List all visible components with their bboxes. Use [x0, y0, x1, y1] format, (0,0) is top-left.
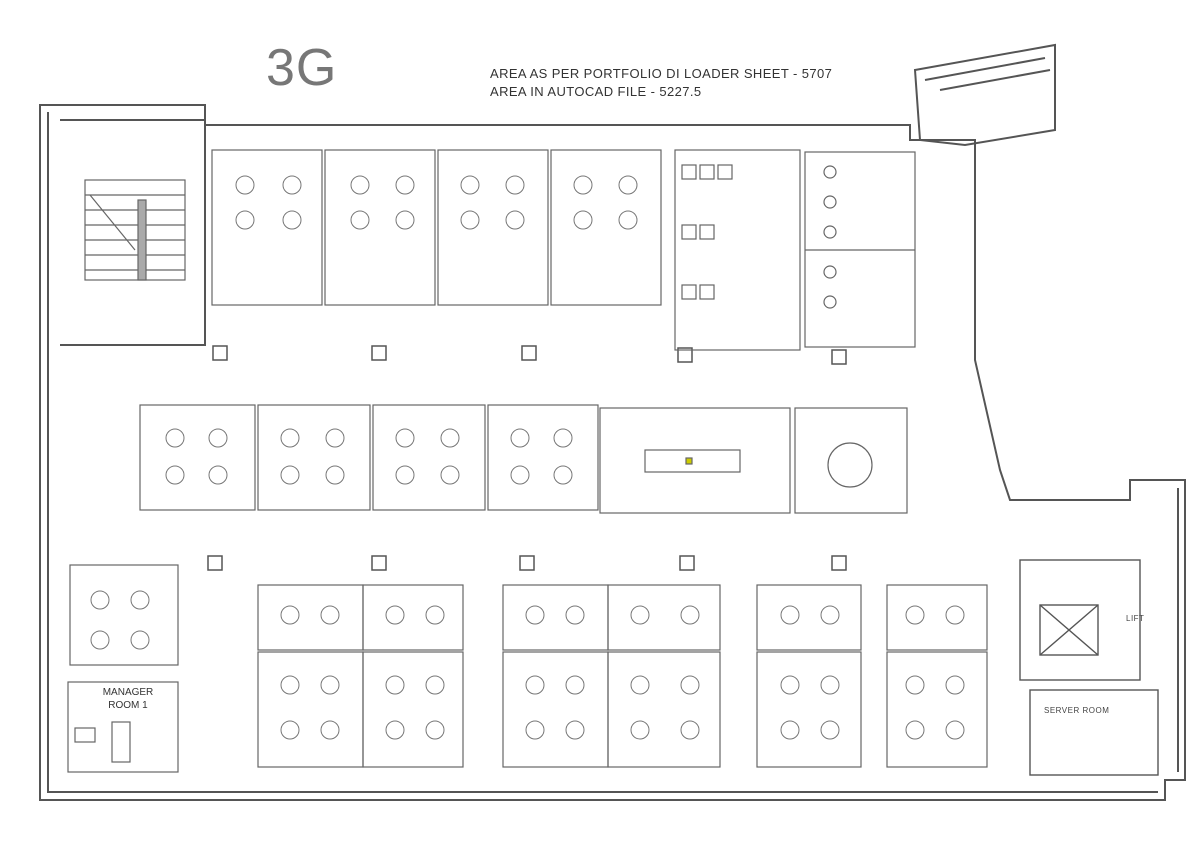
toilets [804, 151, 916, 348]
server-room-label: SERVER ROOM [1044, 706, 1110, 715]
pantry [674, 149, 801, 351]
stair [84, 179, 186, 281]
outer-walls [39, 43, 1186, 801]
core [1019, 559, 1159, 776]
meeting-room-round [794, 407, 908, 514]
lift-label: LIFT [1126, 614, 1145, 623]
manager-room [67, 681, 179, 773]
floor-label: 3G [266, 39, 338, 97]
manager-room-label: MANAGER ROOM 1 [98, 686, 158, 712]
area-note-portfolio: AREA AS PER PORTFOLIO DI LOADER SHEET - … [490, 66, 833, 81]
manager-room-label-line-2: ROOM 1 [108, 700, 148, 711]
manager-room-label-line-1: MANAGER [102, 687, 154, 698]
meeting-room-large [599, 407, 791, 514]
workstation-clusters [69, 149, 988, 768]
chairs [90, 175, 965, 740]
columns [207, 345, 847, 571]
area-note-autocad: AREA IN AUTOCAD FILE - 5227.5 [490, 84, 702, 99]
